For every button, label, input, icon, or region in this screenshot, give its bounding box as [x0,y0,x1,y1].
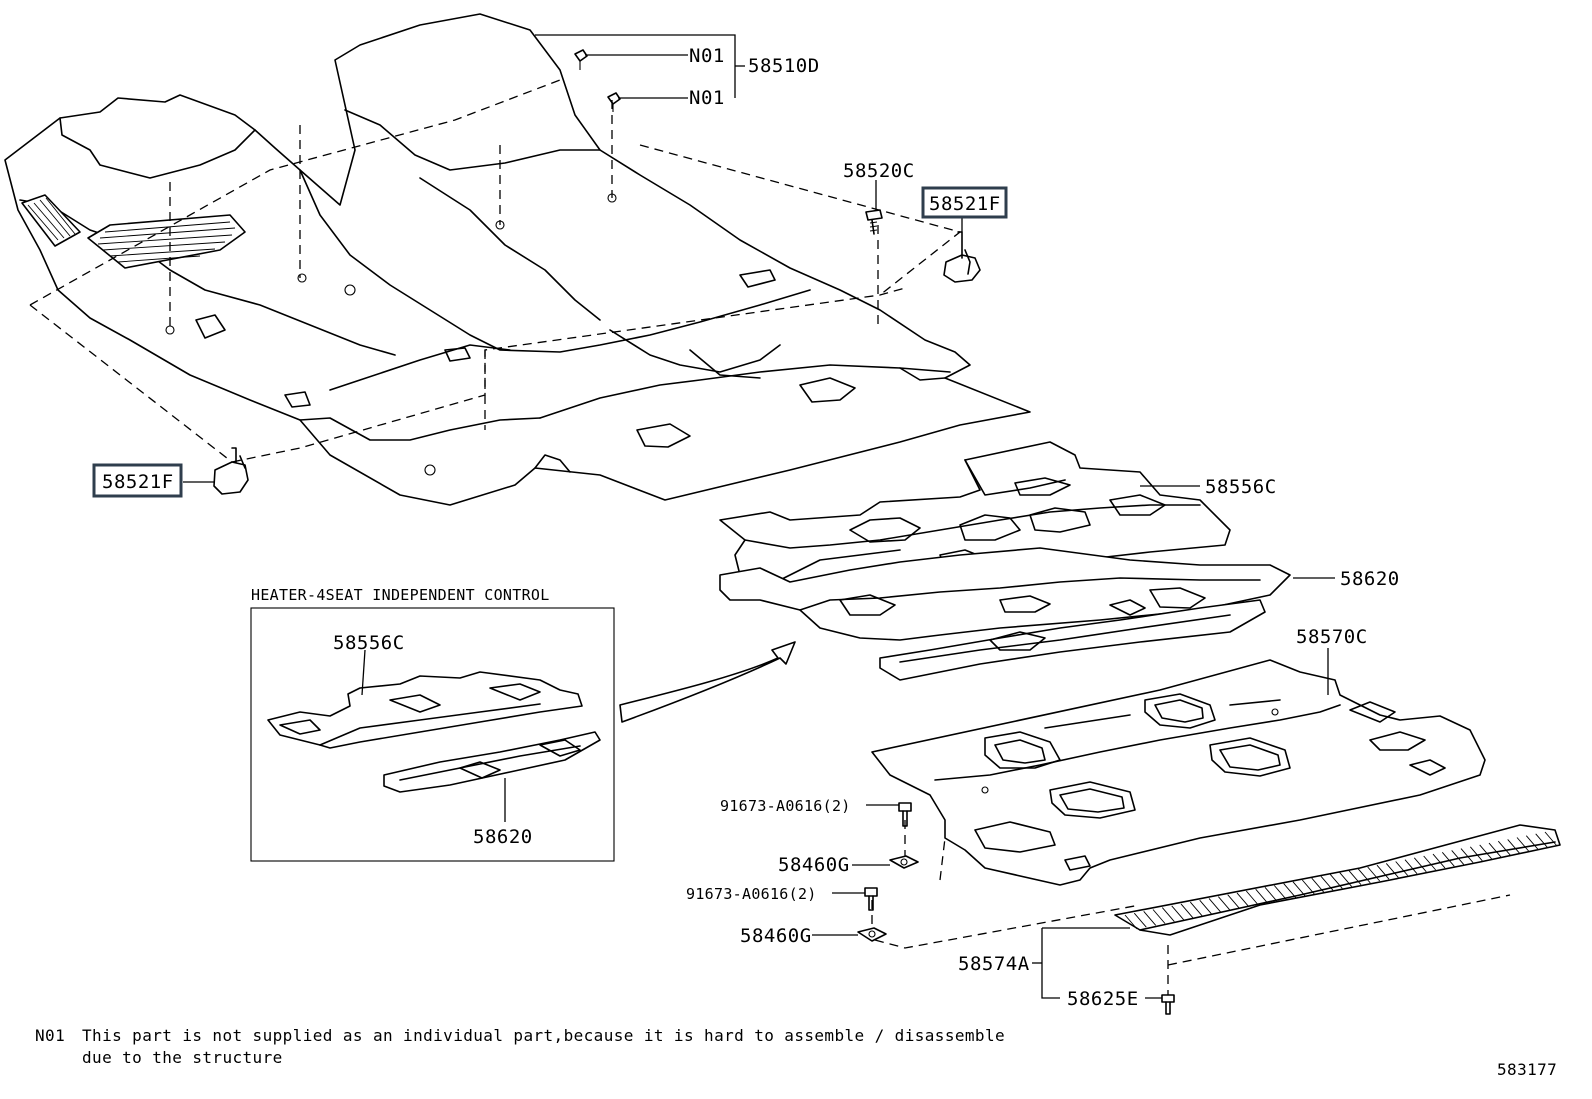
footnote-code: N01 [35,1026,65,1045]
scuff-plate-rib [1208,898,1222,913]
scuff-plate-rib [1189,901,1203,917]
inset-title: HEATER-4SEAT INDEPENDENT CONTROL [251,586,550,604]
scuff-plate-rib [1385,863,1399,878]
scuff-plate-rib [1143,911,1157,926]
clip-n01-top [574,49,588,70]
label-58460G-upper: 58460G [778,854,850,876]
scuff-plate-rib [1357,868,1371,884]
scuff-plate-rib [1273,885,1287,900]
highlight-box-58521F-left [92,463,183,498]
label-58625E: 58625E [1067,988,1139,1010]
heater-inset [250,607,615,862]
label-58570C: 58570C [1296,626,1368,648]
inset-arrow [619,641,796,723]
highlight-box-58521F-top [921,186,1008,219]
figure-number: 583177 [1497,1060,1557,1079]
scuff-plate-rib [1171,905,1185,921]
footnote-line-1: This part is not supplied as an individu… [82,1026,1005,1045]
scuff-plate-rib [1329,874,1343,889]
label-bolt-91673-upper: 91673-A0616(2) [720,797,851,815]
rear-assembly-dash-lines [871,820,1511,995]
scuff-plate-rib [1245,890,1259,906]
scuff-plate-rib [1413,857,1427,873]
scuff-plate-rib [1311,877,1325,893]
scuff-plate-rib [1451,850,1465,865]
scuff-plate-rib [1255,888,1269,904]
bolt-91673-upper [898,802,912,827]
scuff-plate-rib [1432,853,1446,869]
scuff-plate-rib [1516,837,1530,852]
scuff-plate-rib [1488,842,1502,858]
scuff-plate-rib [1227,894,1241,909]
label-58620: 58620 [1340,568,1400,590]
inset-label-58620: 58620 [473,826,533,848]
heater-panel [879,599,1266,681]
scuff-plate-rib [1180,903,1194,919]
screw-58625E [1161,994,1175,1015]
scuff-plate-rib [1479,844,1493,860]
footnote-line-2: due to the structure [82,1048,283,1067]
scuff-plate-rib [1301,879,1315,895]
scuff-plate-rib [1460,848,1474,863]
scuff-plate-rib [1339,872,1353,887]
scuff-plate-rib [1404,859,1418,874]
floor-silencer-pad [719,547,1291,641]
label-58556C: 58556C [1205,476,1277,498]
scuff-plate-rib [1441,852,1455,867]
label-58521F-top: 58521F [929,193,1001,215]
inset-label-58556C: 58556C [333,632,405,654]
scuff-plate-rib [1133,912,1147,928]
label-58521F-left: 58521F [102,471,174,493]
leader-lines [183,34,1335,999]
scuff-plate-rib [1236,892,1250,908]
scuff-plate-rib [1535,833,1549,849]
inset-frame [250,607,615,862]
front-floor-carpet [4,13,1031,506]
label-58460G-lower: 58460G [740,925,812,947]
front-assembly-dash-lines [29,79,962,463]
scuff-plate-rib [1497,840,1511,856]
scuff-plate-rib [1507,839,1521,854]
nut-58460G-lower [857,927,887,942]
bracket-58521F-left [213,447,249,495]
rear-scuff-plate [1114,824,1561,936]
scuff-plate-rib [1264,887,1278,902]
label-n01-a: N01 [689,45,725,67]
scuff-plate-rib [1199,899,1213,915]
label-58510D: 58510D [748,55,820,77]
scuff-plate-rib [1423,855,1437,871]
label-n01-b: N01 [689,87,725,109]
bolt-91673-lower [864,887,878,911]
clip-58520C [865,209,883,235]
scuff-plate-rib [1283,883,1297,898]
scuff-plate-rib [1544,831,1558,847]
scuff-plate-rib [1525,835,1539,850]
scuff-plate-rib [1395,861,1409,876]
scuff-plate-rib [1348,870,1362,885]
scuff-plate-rib [1376,864,1390,880]
scuff-plate-rib [1367,866,1381,882]
scuff-plate-rib [1469,846,1483,862]
bracket-58521F-right [943,231,981,283]
label-58520C: 58520C [843,160,915,182]
nut-58460G-upper [889,855,919,869]
scuff-plate-rib [1124,914,1138,930]
clip-n01-bottom [607,92,621,112]
rear-floor-carpet [871,659,1486,886]
label-bolt-91673-lower: 91673-A0616(2) [686,885,817,903]
scuff-plate-rib [1320,876,1334,891]
scuff-plate-rib [1217,896,1231,911]
scuff-plate-rib [1152,909,1166,924]
scuff-plate-rib [1161,907,1175,922]
label-58574A: 58574A [958,953,1030,975]
scuff-plate-rib [1292,881,1306,897]
